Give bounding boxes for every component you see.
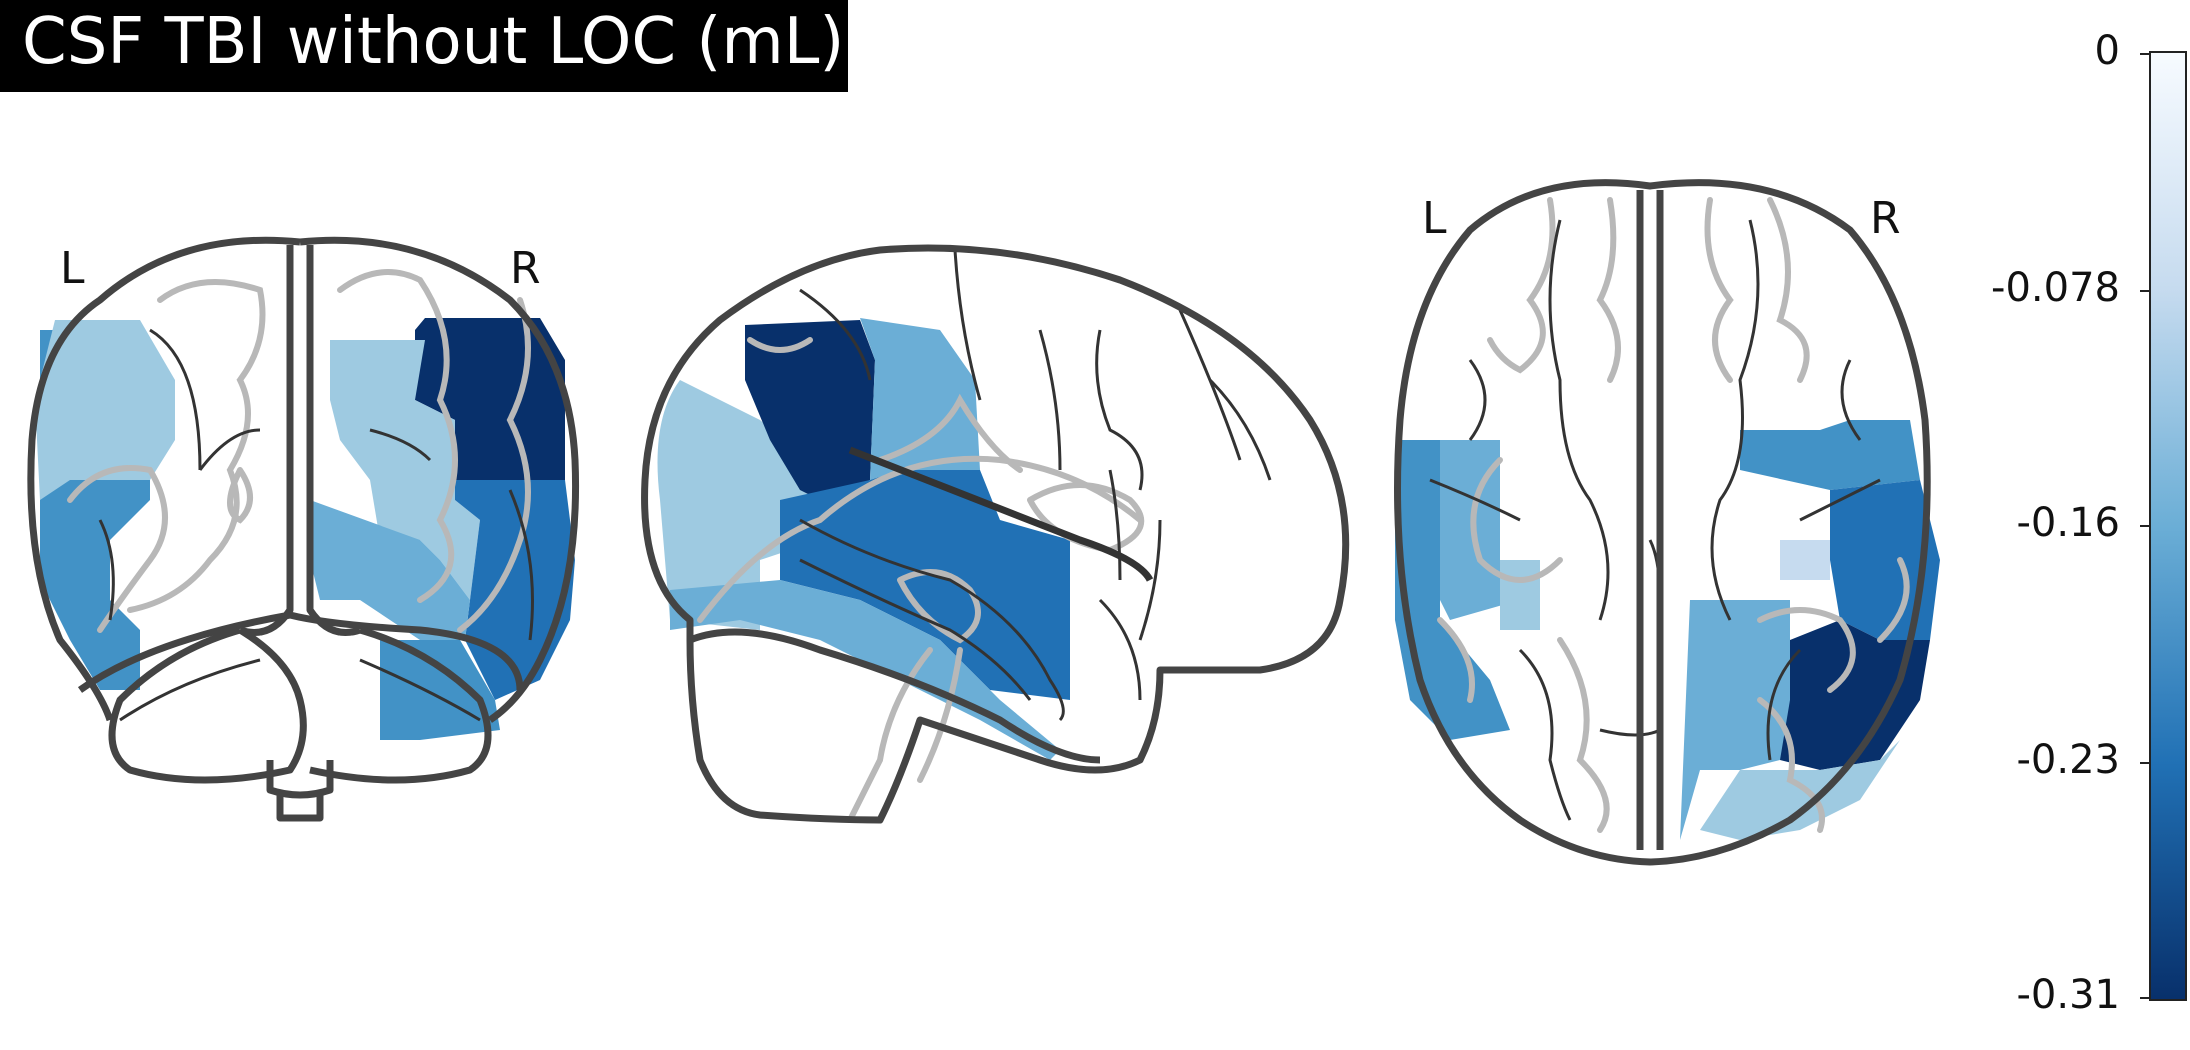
coronal-region-right-upper-light [330, 340, 480, 600]
colorbar [2149, 51, 2187, 1001]
axial-region-right-top [1740, 420, 1920, 490]
coronal-left-label: L [60, 243, 85, 294]
axial-outline [1394, 179, 1931, 866]
axial-region-left-lateral [1395, 440, 1510, 740]
axial-left-label: L [1422, 193, 1447, 244]
coronal-region-left-upper [35, 320, 175, 500]
colorbar-tick-label: -0.23 [2016, 737, 2121, 783]
sagittal-view [641, 244, 1350, 824]
axial-region-right-back [1680, 600, 1790, 840]
coronal-right-label: R [510, 243, 541, 294]
sagittal-region-lower-mid [780, 470, 1070, 700]
axial-region-left-light [1500, 560, 1540, 630]
axial-region-right-mid [1830, 480, 1940, 640]
colorbar-ticks [2140, 53, 2150, 999]
axial-view: L R [1394, 179, 1940, 866]
figure-title: CSF TBI without LOC (mL) [22, 5, 845, 79]
axial-region-right-light [1780, 540, 1830, 580]
sagittal-region-lower-back [670, 580, 1060, 760]
coronal-view: L R [27, 236, 580, 822]
sagittal-region-top-mid [860, 318, 980, 480]
sagittal-outline [641, 244, 1350, 824]
colorbar-tick-label: -0.078 [1991, 265, 2120, 311]
title-banner: CSF TBI without LOC (mL) [0, 0, 848, 92]
axial-right-label: R [1870, 193, 1901, 244]
colorbar-tick-label: -0.16 [2016, 500, 2121, 546]
colorbar-tick-label: 0 [2094, 28, 2120, 74]
axial-region-right-low-dark [1780, 620, 1930, 770]
colorbar-tick-label: -0.31 [2016, 972, 2121, 1018]
sagittal-region-top-dark [745, 320, 875, 500]
coronal-region-right-center [310, 500, 470, 640]
coronal-outline [27, 236, 301, 722]
